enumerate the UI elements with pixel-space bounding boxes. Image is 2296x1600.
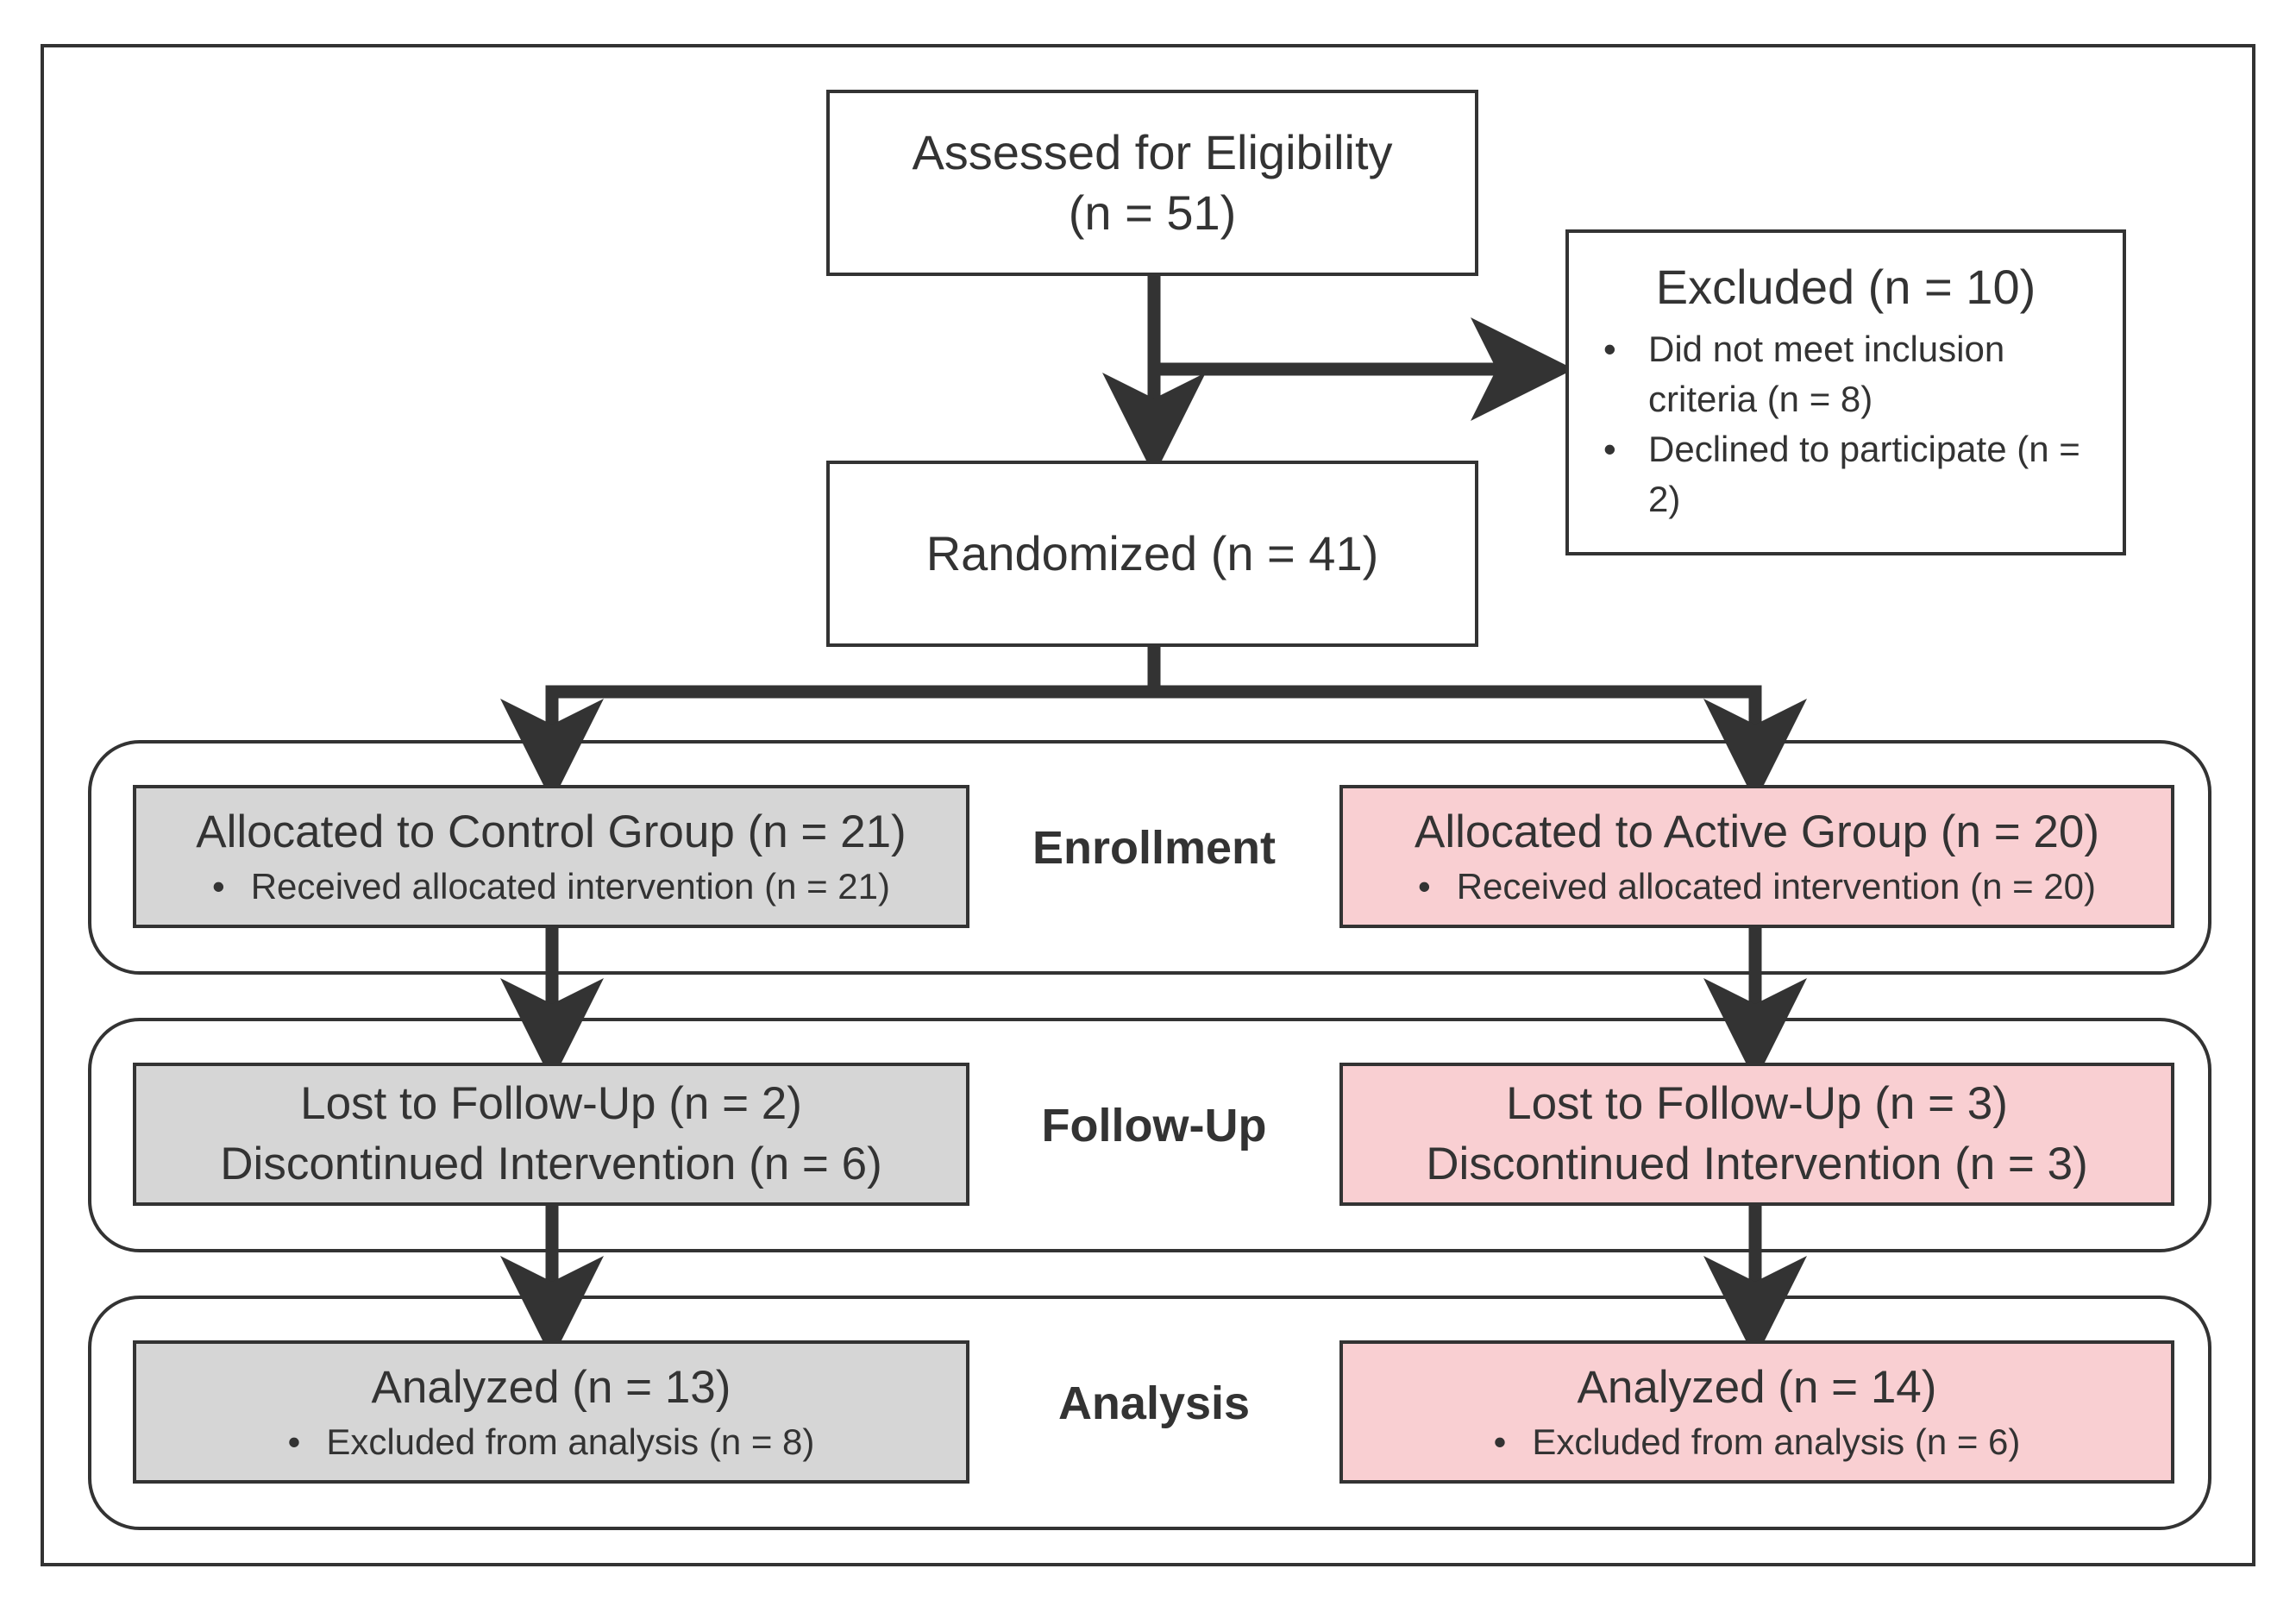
control-analyzed-box: Analyzed (n = 13) Excluded from analysis… xyxy=(133,1340,969,1484)
control-allocated-title: Allocated to Control Group (n = 21) xyxy=(196,806,906,857)
active-lost: Lost to Follow-Up (n = 3) xyxy=(1506,1078,2008,1129)
control-lost: Lost to Follow-Up (n = 2) xyxy=(300,1078,802,1129)
split-connector xyxy=(545,647,1161,716)
assessed-count: (n = 51) xyxy=(1068,185,1237,240)
control-discontinued: Discontinued Intervention (n = 6) xyxy=(220,1139,882,1189)
assessed-box: Assessed for Eligibility (n = 51) xyxy=(826,90,1478,276)
excluded-title: Excluded (n = 10) xyxy=(1655,260,2036,314)
active-followup-box: Lost to Follow-Up (n = 3) Discontinued I… xyxy=(1339,1063,2174,1206)
diagram-frame xyxy=(41,44,2255,1566)
control-received: Received allocated intervention (n = 21) xyxy=(212,863,890,911)
active-allocated-box: Allocated to Active Group (n = 20) Recei… xyxy=(1339,785,2174,928)
stage-follow-up: Follow-Up xyxy=(1041,1100,1267,1151)
excluded-reason-item: •Declined to participate (n = 2) xyxy=(1603,429,2080,519)
active-analyzed-box: Analyzed (n = 14) Excluded from analysis… xyxy=(1339,1340,2174,1484)
split-connector-right xyxy=(1154,685,1762,716)
randomized-title: Randomized (n = 41) xyxy=(925,526,1379,580)
control-analyzed-title: Analyzed (n = 13) xyxy=(371,1362,731,1413)
randomized-box: Randomized (n = 41) xyxy=(826,461,1478,647)
excluded-reason-item: •Did not meet inclusion criteria (n = 8) xyxy=(1603,329,2005,419)
excluded-reasons: •Did not meet inclusion criteria (n = 8)… xyxy=(1603,324,2097,524)
active-discontinued: Discontinued Intervention (n = 3) xyxy=(1426,1139,2088,1189)
active-received: Received allocated intervention (n = 20) xyxy=(1418,863,2096,911)
active-allocated-title: Allocated to Active Group (n = 20) xyxy=(1415,806,2099,857)
stage-analysis: Analysis xyxy=(1057,1377,1251,1429)
control-followup-box: Lost to Follow-Up (n = 2) Discontinued I… xyxy=(133,1063,969,1206)
control-excluded-analysis: Excluded from analysis (n = 8) xyxy=(288,1418,814,1466)
active-analyzed-title: Analyzed (n = 14) xyxy=(1577,1362,1937,1413)
excluded-box: Excluded (n = 10) •Did not meet inclusio… xyxy=(1565,229,2126,555)
stage-enrollment: Enrollment xyxy=(1032,822,1277,874)
control-allocated-box: Allocated to Control Group (n = 21) Rece… xyxy=(133,785,969,928)
active-excluded-analysis: Excluded from analysis (n = 6) xyxy=(1494,1418,2020,1466)
assessed-title: Assessed for Eligibility xyxy=(912,125,1393,179)
